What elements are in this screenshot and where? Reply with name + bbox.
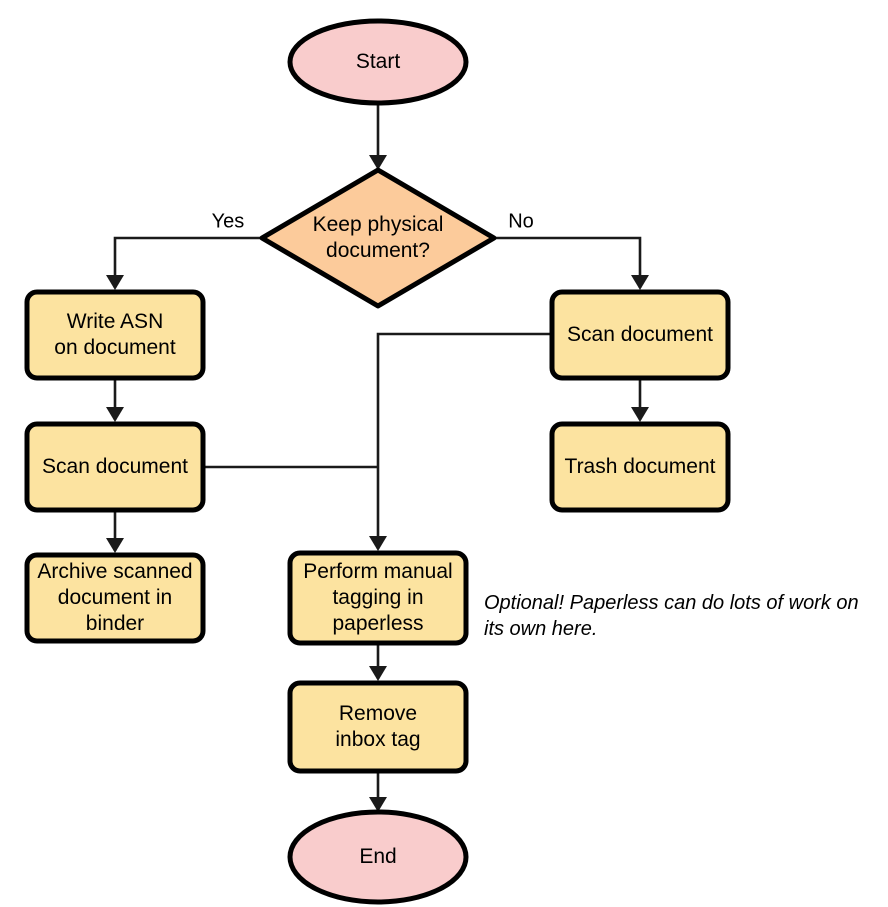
edge-arrowhead bbox=[369, 666, 387, 681]
edge-arrowhead bbox=[369, 797, 387, 812]
edge-decision-yes-to-write-asn: Yes bbox=[106, 210, 262, 290]
node-label: Trash document bbox=[565, 455, 716, 478]
annotation-optional-note: Optional! Paperless can do lots of work … bbox=[484, 592, 859, 640]
edge-label-decision-yes-to-write-asn: Yes bbox=[212, 210, 245, 232]
node-label: End bbox=[359, 845, 396, 868]
edge-write-asn-to-scan-document-left bbox=[106, 378, 124, 422]
process-shape bbox=[549, 289, 731, 381]
node-label: Scan document bbox=[567, 323, 713, 346]
edge-line bbox=[494, 236, 642, 288]
edge-tagging-to-remove-inbox-tag bbox=[369, 643, 387, 681]
edge-scan-document-right-to-tagging bbox=[369, 332, 552, 551]
node-trash-document[interactable]: Trash document bbox=[549, 421, 731, 513]
node-end[interactable]: End bbox=[287, 809, 469, 905]
edge-label-decision-no-to-scan-document-right: No bbox=[508, 210, 534, 232]
process-shape bbox=[287, 550, 469, 646]
edge-start-to-decision bbox=[369, 103, 387, 170]
node-start[interactable]: Start bbox=[287, 18, 469, 106]
process-shape bbox=[24, 421, 206, 513]
terminator-shape bbox=[287, 18, 469, 106]
edge-arrowhead bbox=[369, 155, 387, 170]
node-scan-document-right[interactable]: Scan document bbox=[549, 289, 731, 381]
edge-arrowhead bbox=[631, 407, 649, 422]
edge-remove-inbox-tag-to-end bbox=[369, 771, 387, 812]
edge-scan-document-right-to-trash bbox=[631, 378, 649, 422]
process-shape bbox=[24, 289, 206, 381]
edge-line bbox=[113, 236, 262, 288]
node-label: Scan document bbox=[42, 455, 188, 478]
edge-arrowhead bbox=[106, 275, 124, 290]
edge-arrowhead bbox=[106, 407, 124, 422]
node-scan-document-left[interactable]: Scan document bbox=[24, 421, 206, 513]
edge-arrowhead bbox=[106, 538, 124, 553]
edge-scan-document-left-to-archive bbox=[106, 510, 124, 553]
annotations-layer: Optional! Paperless can do lots of work … bbox=[484, 592, 859, 640]
edge-line bbox=[376, 332, 552, 549]
process-shape bbox=[24, 552, 206, 644]
node-label: Start bbox=[356, 50, 401, 73]
process-shape bbox=[549, 421, 731, 513]
terminator-shape bbox=[287, 809, 469, 905]
edge-arrowhead bbox=[369, 536, 387, 551]
edge-arrowhead bbox=[631, 275, 649, 290]
edges-layer: Yes No bbox=[106, 103, 649, 812]
decision-shape bbox=[259, 167, 497, 309]
edge-decision-no-to-scan-document-right: No bbox=[494, 210, 649, 290]
process-shape bbox=[287, 680, 469, 774]
